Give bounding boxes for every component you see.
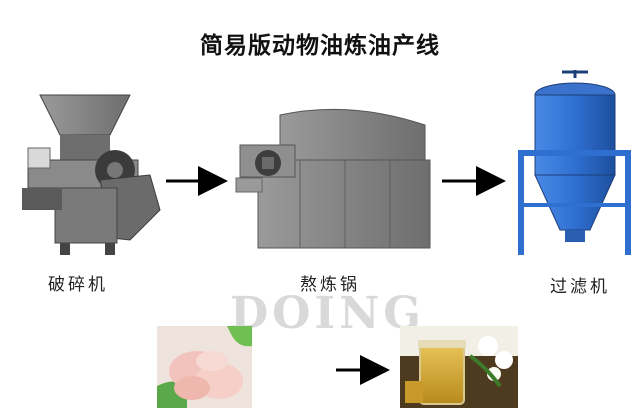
refined-oil-jar-photo-icon <box>400 326 518 408</box>
raw-animal-fat-photo-icon <box>157 326 252 408</box>
crusher-machine-icon <box>22 94 161 255</box>
rendering-pot-icon <box>235 108 431 249</box>
stage-label-crusher: 破碎机 <box>48 275 108 295</box>
stage-label-rendering-pot: 熬炼锅 <box>300 275 360 295</box>
filter-press-icon <box>518 70 631 255</box>
page-title: 简易版动物油炼油产线 <box>200 33 440 59</box>
watermark-text: DOING <box>230 288 425 339</box>
stage-label-filter: 过滤机 <box>550 277 610 297</box>
